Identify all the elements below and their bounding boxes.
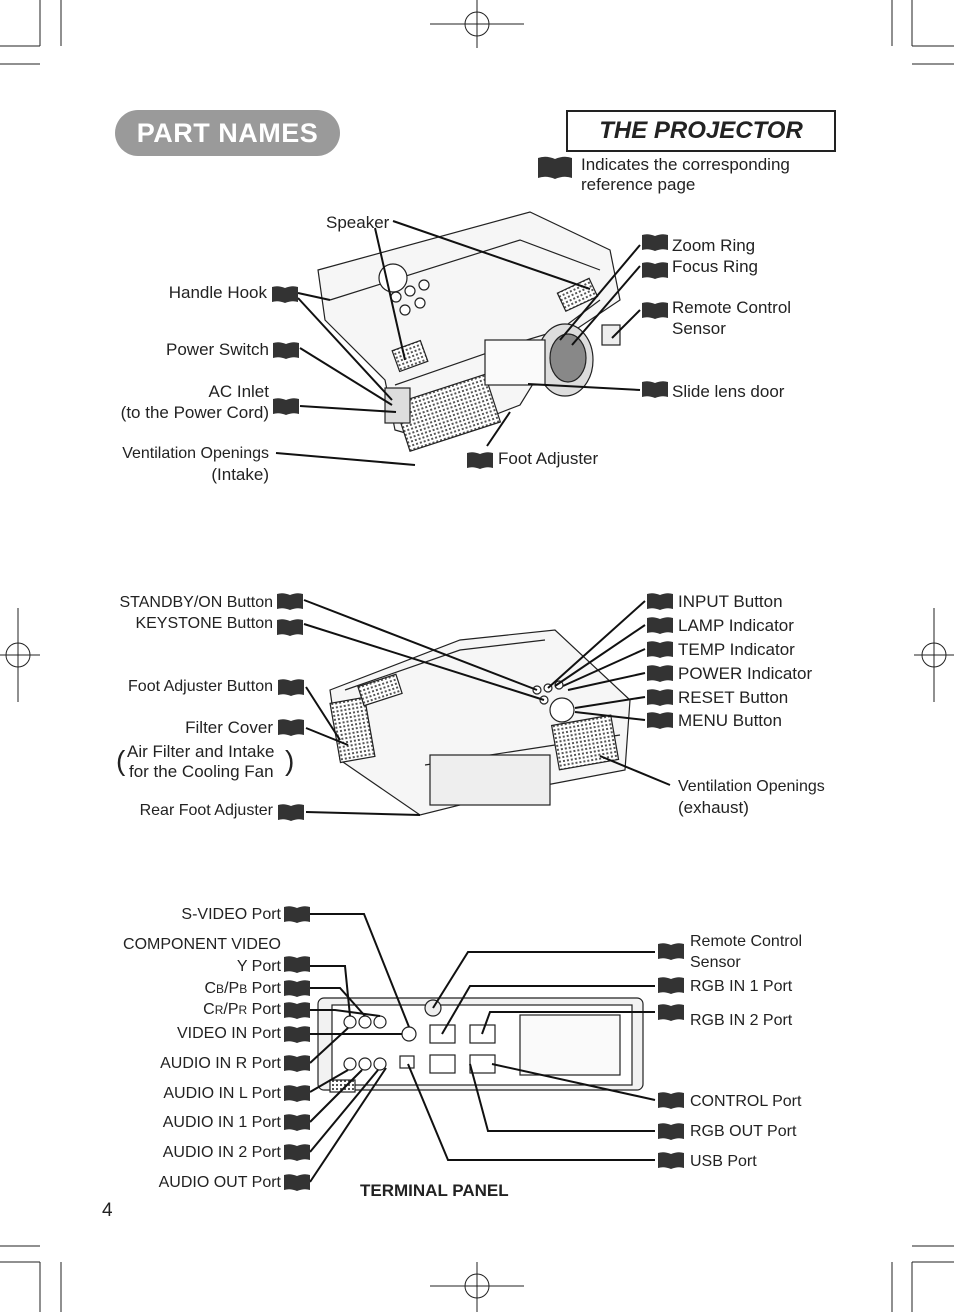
label-usb-port: USB Port bbox=[690, 1153, 757, 1170]
label-rear-foot-adjuster: Rear Foot Adjuster bbox=[139, 802, 273, 819]
legend-text: reference page bbox=[581, 175, 696, 194]
book-icon bbox=[646, 616, 674, 634]
label-foot-adjuster: Foot Adjuster bbox=[498, 449, 599, 468]
paren-open: ( bbox=[116, 745, 126, 776]
label-vent-exhaust-2: (exhaust) bbox=[678, 798, 749, 817]
book-icon bbox=[283, 955, 311, 973]
book-icon bbox=[466, 451, 494, 469]
label-power-switch: Power Switch bbox=[166, 340, 269, 359]
label-rgb-in-1-port: RGB IN 1 Port bbox=[690, 978, 793, 995]
book-icon bbox=[283, 1113, 311, 1131]
book-icon bbox=[641, 301, 669, 319]
paren-close: ) bbox=[285, 745, 295, 776]
book-icon bbox=[283, 1001, 311, 1019]
label-remote-sensor-panel: Remote Control bbox=[690, 933, 803, 950]
label-temp-indicator: TEMP Indicator bbox=[678, 640, 795, 659]
label-keystone-button: KEYSTONE Button bbox=[135, 615, 273, 632]
label-component-video: COMPONENT VIDEO bbox=[123, 936, 281, 953]
page-number: 4 bbox=[102, 1200, 113, 1221]
book-icon bbox=[283, 1025, 311, 1043]
book-icon bbox=[277, 718, 305, 736]
label-audio-out-port: AUDIO OUT Port bbox=[158, 1174, 281, 1191]
label-filter-cover: Filter Cover bbox=[185, 718, 273, 737]
book-icon bbox=[646, 711, 674, 729]
label-speaker: Speaker bbox=[326, 213, 390, 232]
book-icon bbox=[657, 1122, 685, 1140]
projector-rear-view bbox=[329, 629, 631, 816]
book-icon bbox=[272, 397, 300, 415]
section-heading: THE PROJECTOR bbox=[566, 110, 836, 152]
label-standby-button: STANDBY/ON Button bbox=[119, 594, 273, 611]
label-input-button: INPUT Button bbox=[678, 592, 783, 611]
label-air-filter-2: for the Cooling Fan bbox=[129, 762, 274, 781]
book-icon bbox=[657, 1151, 685, 1169]
label-reset-button: RESET Button bbox=[678, 688, 789, 707]
label-cb-pb-port: CB/PB Port bbox=[204, 980, 281, 997]
book-icon bbox=[641, 380, 669, 398]
label-power-indicator: POWER Indicator bbox=[678, 664, 813, 683]
label-audio-in-2-port: AUDIO IN 2 Port bbox=[162, 1144, 281, 1161]
book-icon bbox=[276, 618, 304, 636]
book-icon bbox=[646, 592, 674, 610]
book-icon bbox=[283, 979, 311, 997]
terminal-panel-drawing bbox=[317, 997, 644, 1093]
book-icon bbox=[283, 1143, 311, 1161]
label-remote-sensor-panel-2: Sensor bbox=[690, 954, 741, 971]
book-icon bbox=[277, 803, 305, 821]
book-icon bbox=[283, 1084, 311, 1102]
book-icon bbox=[271, 285, 299, 303]
book-icon bbox=[657, 942, 685, 960]
label-zoom-ring: Zoom Ring bbox=[672, 236, 756, 255]
label-rgb-out-port: RGB OUT Port bbox=[690, 1123, 797, 1140]
label-audio-in-1-port: AUDIO IN 1 Port bbox=[162, 1114, 281, 1131]
book-icon bbox=[283, 1054, 311, 1072]
label-ac-inlet: AC Inlet bbox=[208, 382, 269, 401]
label-vent-intake-note: (Intake) bbox=[211, 465, 269, 484]
label-svideo-port: S-VIDEO Port bbox=[181, 906, 281, 923]
label-video-in-port: VIDEO IN Port bbox=[176, 1025, 281, 1042]
projector-top-view bbox=[317, 211, 621, 453]
label-control-port: CONTROL Port bbox=[690, 1093, 802, 1110]
leader-lines bbox=[275, 220, 671, 1183]
book-icon bbox=[646, 664, 674, 682]
book-icon bbox=[538, 156, 572, 179]
label-slide-lens-door: Slide lens door bbox=[672, 382, 785, 401]
label-air-filter: Air Filter and Intake bbox=[127, 742, 275, 761]
label-remote-sensor: Remote Control bbox=[672, 298, 792, 317]
label-handle-hook: Handle Hook bbox=[168, 283, 267, 302]
label-vent-exhaust: Ventilation Openings bbox=[678, 778, 825, 795]
label-foot-adjuster-button: Foot Adjuster Button bbox=[128, 678, 273, 695]
book-icon bbox=[646, 640, 674, 658]
book-icon bbox=[641, 261, 669, 279]
book-icon bbox=[641, 233, 669, 251]
label-focus-ring: Focus Ring bbox=[672, 257, 758, 276]
label-cr-pr-port: CR/PR Port bbox=[203, 1001, 281, 1018]
book-icon bbox=[657, 1091, 685, 1109]
label-vent-intake: Ventilation Openings bbox=[122, 445, 269, 462]
book-icon bbox=[657, 976, 685, 994]
book-icon bbox=[277, 678, 305, 696]
label-lamp-indicator: LAMP Indicator bbox=[678, 616, 794, 635]
book-icon bbox=[657, 1003, 685, 1021]
book-icon bbox=[646, 688, 674, 706]
label-remote-sensor-2: Sensor bbox=[672, 319, 726, 338]
terminal-panel-title: TERMINAL PANEL bbox=[360, 1181, 509, 1200]
book-icon bbox=[272, 341, 300, 359]
label-audio-in-r-port: AUDIO IN R Port bbox=[160, 1055, 281, 1072]
page-title: PART NAMES bbox=[115, 110, 340, 156]
label-rgb-in-2-port: RGB IN 2 Port bbox=[690, 1012, 793, 1029]
book-icon bbox=[283, 905, 311, 923]
label-audio-in-l-port: AUDIO IN L Port bbox=[163, 1085, 281, 1102]
label-y-port: Y Port bbox=[236, 958, 281, 975]
book-icon bbox=[283, 1173, 311, 1191]
label-ac-inlet-note: (to the Power Cord) bbox=[120, 403, 269, 422]
label-menu-button: MENU Button bbox=[678, 711, 782, 730]
book-icon bbox=[276, 592, 304, 610]
legend-text: Indicates the corresponding bbox=[581, 155, 790, 174]
